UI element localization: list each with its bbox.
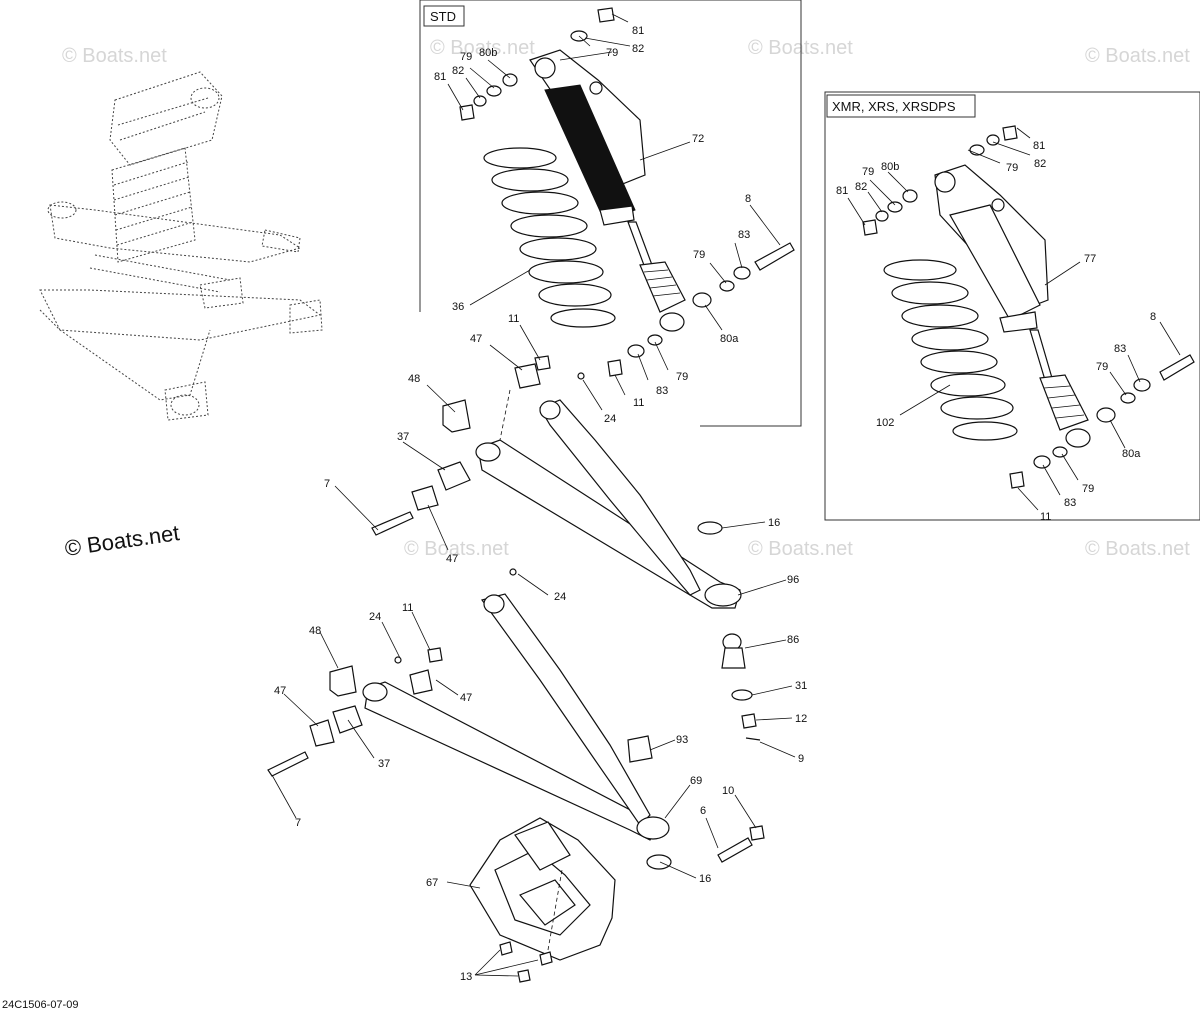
- std-box-title: STD: [430, 9, 456, 24]
- callout-std-8: 8: [745, 193, 751, 205]
- callout-xmr-82-left: 82: [855, 181, 867, 193]
- spring-102: [883, 259, 1018, 441]
- leader-lines: [271, 13, 1181, 977]
- watermark: © Boats.net: [404, 538, 509, 560]
- callout-lower-86: 86: [787, 634, 799, 646]
- callout-upper-16: 16: [768, 517, 780, 529]
- callout-upper-47-low: 47: [446, 553, 458, 565]
- lower-a-arm-69: [267, 568, 765, 870]
- callout-xmr-83-low: 83: [1064, 497, 1076, 509]
- callout-std-82-top: 82: [632, 43, 644, 55]
- callout-lower-47-right: 47: [460, 692, 472, 704]
- watermark: © Boats.net: [62, 45, 167, 67]
- callout-std-80b: 80b: [479, 47, 497, 59]
- callout-std-82-left: 82: [452, 65, 464, 77]
- callout-std-83-low: 83: [656, 385, 668, 397]
- watermark: © Boats.net: [748, 538, 853, 560]
- callout-lower-67: 67: [426, 877, 438, 889]
- callout-lower-48: 48: [309, 625, 321, 637]
- callout-xmr-102: 102: [876, 417, 894, 429]
- callout-lower-16: 16: [699, 873, 711, 885]
- xmr-variant-box: XMR, XRS, XRSDPS: [824, 91, 1200, 521]
- xmr-box-title: XMR, XRS, XRSDPS: [832, 99, 956, 114]
- callout-lower-12: 12: [795, 713, 807, 725]
- callout-xmr-11-low: 11: [1040, 511, 1051, 523]
- callout-xmr-79-mid: 79: [1096, 361, 1108, 373]
- upper-a-arm-96: [371, 355, 742, 609]
- std-title-frame: [423, 5, 465, 27]
- callout-xmr-80b: 80b: [881, 161, 899, 173]
- callout-xmr-81-left: 81: [836, 185, 848, 197]
- callout-xmr-80a: 80a: [1122, 448, 1141, 460]
- xmr-hardware: [862, 125, 1195, 489]
- callout-upper-37: 37: [397, 431, 409, 443]
- callout-lower-37: 37: [378, 758, 390, 770]
- callout-std-11-low: 11: [633, 397, 644, 409]
- callout-std-79-top: 79: [606, 47, 618, 59]
- callout-upper-96: 96: [787, 574, 799, 586]
- ball-joint-86: [721, 633, 761, 741]
- callout-std-81-top: 81: [632, 25, 644, 37]
- shock-absorber-77: [934, 164, 1091, 448]
- callout-std-36: 36: [452, 301, 464, 313]
- std-variant-box: STD: [419, 0, 802, 427]
- callout-xmr-83-top: 83: [1114, 343, 1126, 355]
- callout-xmr-79-top: 79: [1006, 162, 1018, 174]
- callout-lower-9: 9: [798, 753, 804, 765]
- callout-lower-69: 69: [690, 775, 702, 787]
- callout-xmr-79-left: 79: [862, 166, 874, 178]
- callout-std-83-top: 83: [738, 229, 750, 241]
- callouts: 81 82 79 79 80b 81 82 72 8 83 79 36 80a …: [274, 25, 1156, 983]
- callout-std-79-low: 79: [676, 371, 688, 383]
- callout-xmr-77: 77: [1084, 253, 1096, 265]
- callout-xmr-79-low: 79: [1082, 483, 1094, 495]
- callout-lower-24-left: 24: [369, 611, 381, 623]
- callout-lower-13: 13: [460, 971, 472, 983]
- callout-std-79-mid: 79: [693, 249, 705, 261]
- callout-upper-48: 48: [408, 373, 420, 385]
- callout-lower-24-right: 24: [554, 591, 566, 603]
- callout-std-80a: 80a: [720, 333, 739, 345]
- callout-std-72: 72: [692, 133, 704, 145]
- callout-std-81-left: 81: [434, 71, 446, 83]
- spring-36: [483, 147, 616, 328]
- std-hardware: [459, 7, 795, 377]
- watermark: © Boats.net: [1085, 538, 1190, 560]
- skid-plate-67: [469, 817, 616, 983]
- callout-xmr-8: 8: [1150, 311, 1156, 323]
- callout-upper-24: 24: [604, 413, 616, 425]
- xmr-title-frame: [826, 94, 976, 118]
- watermark: © Boats.net: [430, 37, 535, 59]
- overview-assembly: [39, 71, 323, 421]
- callout-lower-31: 31: [795, 680, 807, 692]
- callout-xmr-82-top: 82: [1034, 158, 1046, 170]
- callout-xmr-81-top: 81: [1033, 140, 1045, 152]
- callout-std-79-left: 79: [460, 51, 472, 63]
- callout-lower-11: 11: [402, 602, 413, 614]
- callout-lower-6: 6: [700, 805, 706, 817]
- callout-lower-93: 93: [676, 734, 688, 746]
- callout-lower-10: 10: [722, 785, 734, 797]
- callout-upper-7: 7: [324, 478, 330, 490]
- shock-absorber-72: [529, 49, 686, 332]
- callout-upper-11: 11: [508, 313, 519, 325]
- watermark: © Boats.net: [1085, 45, 1190, 67]
- reference-code: 24C1506-07-09: [2, 999, 78, 1011]
- watermark-main: © Boats.net: [63, 520, 181, 561]
- callout-lower-47-left: 47: [274, 685, 286, 697]
- callout-upper-47-top: 47: [470, 333, 482, 345]
- callout-lower-7: 7: [295, 817, 301, 829]
